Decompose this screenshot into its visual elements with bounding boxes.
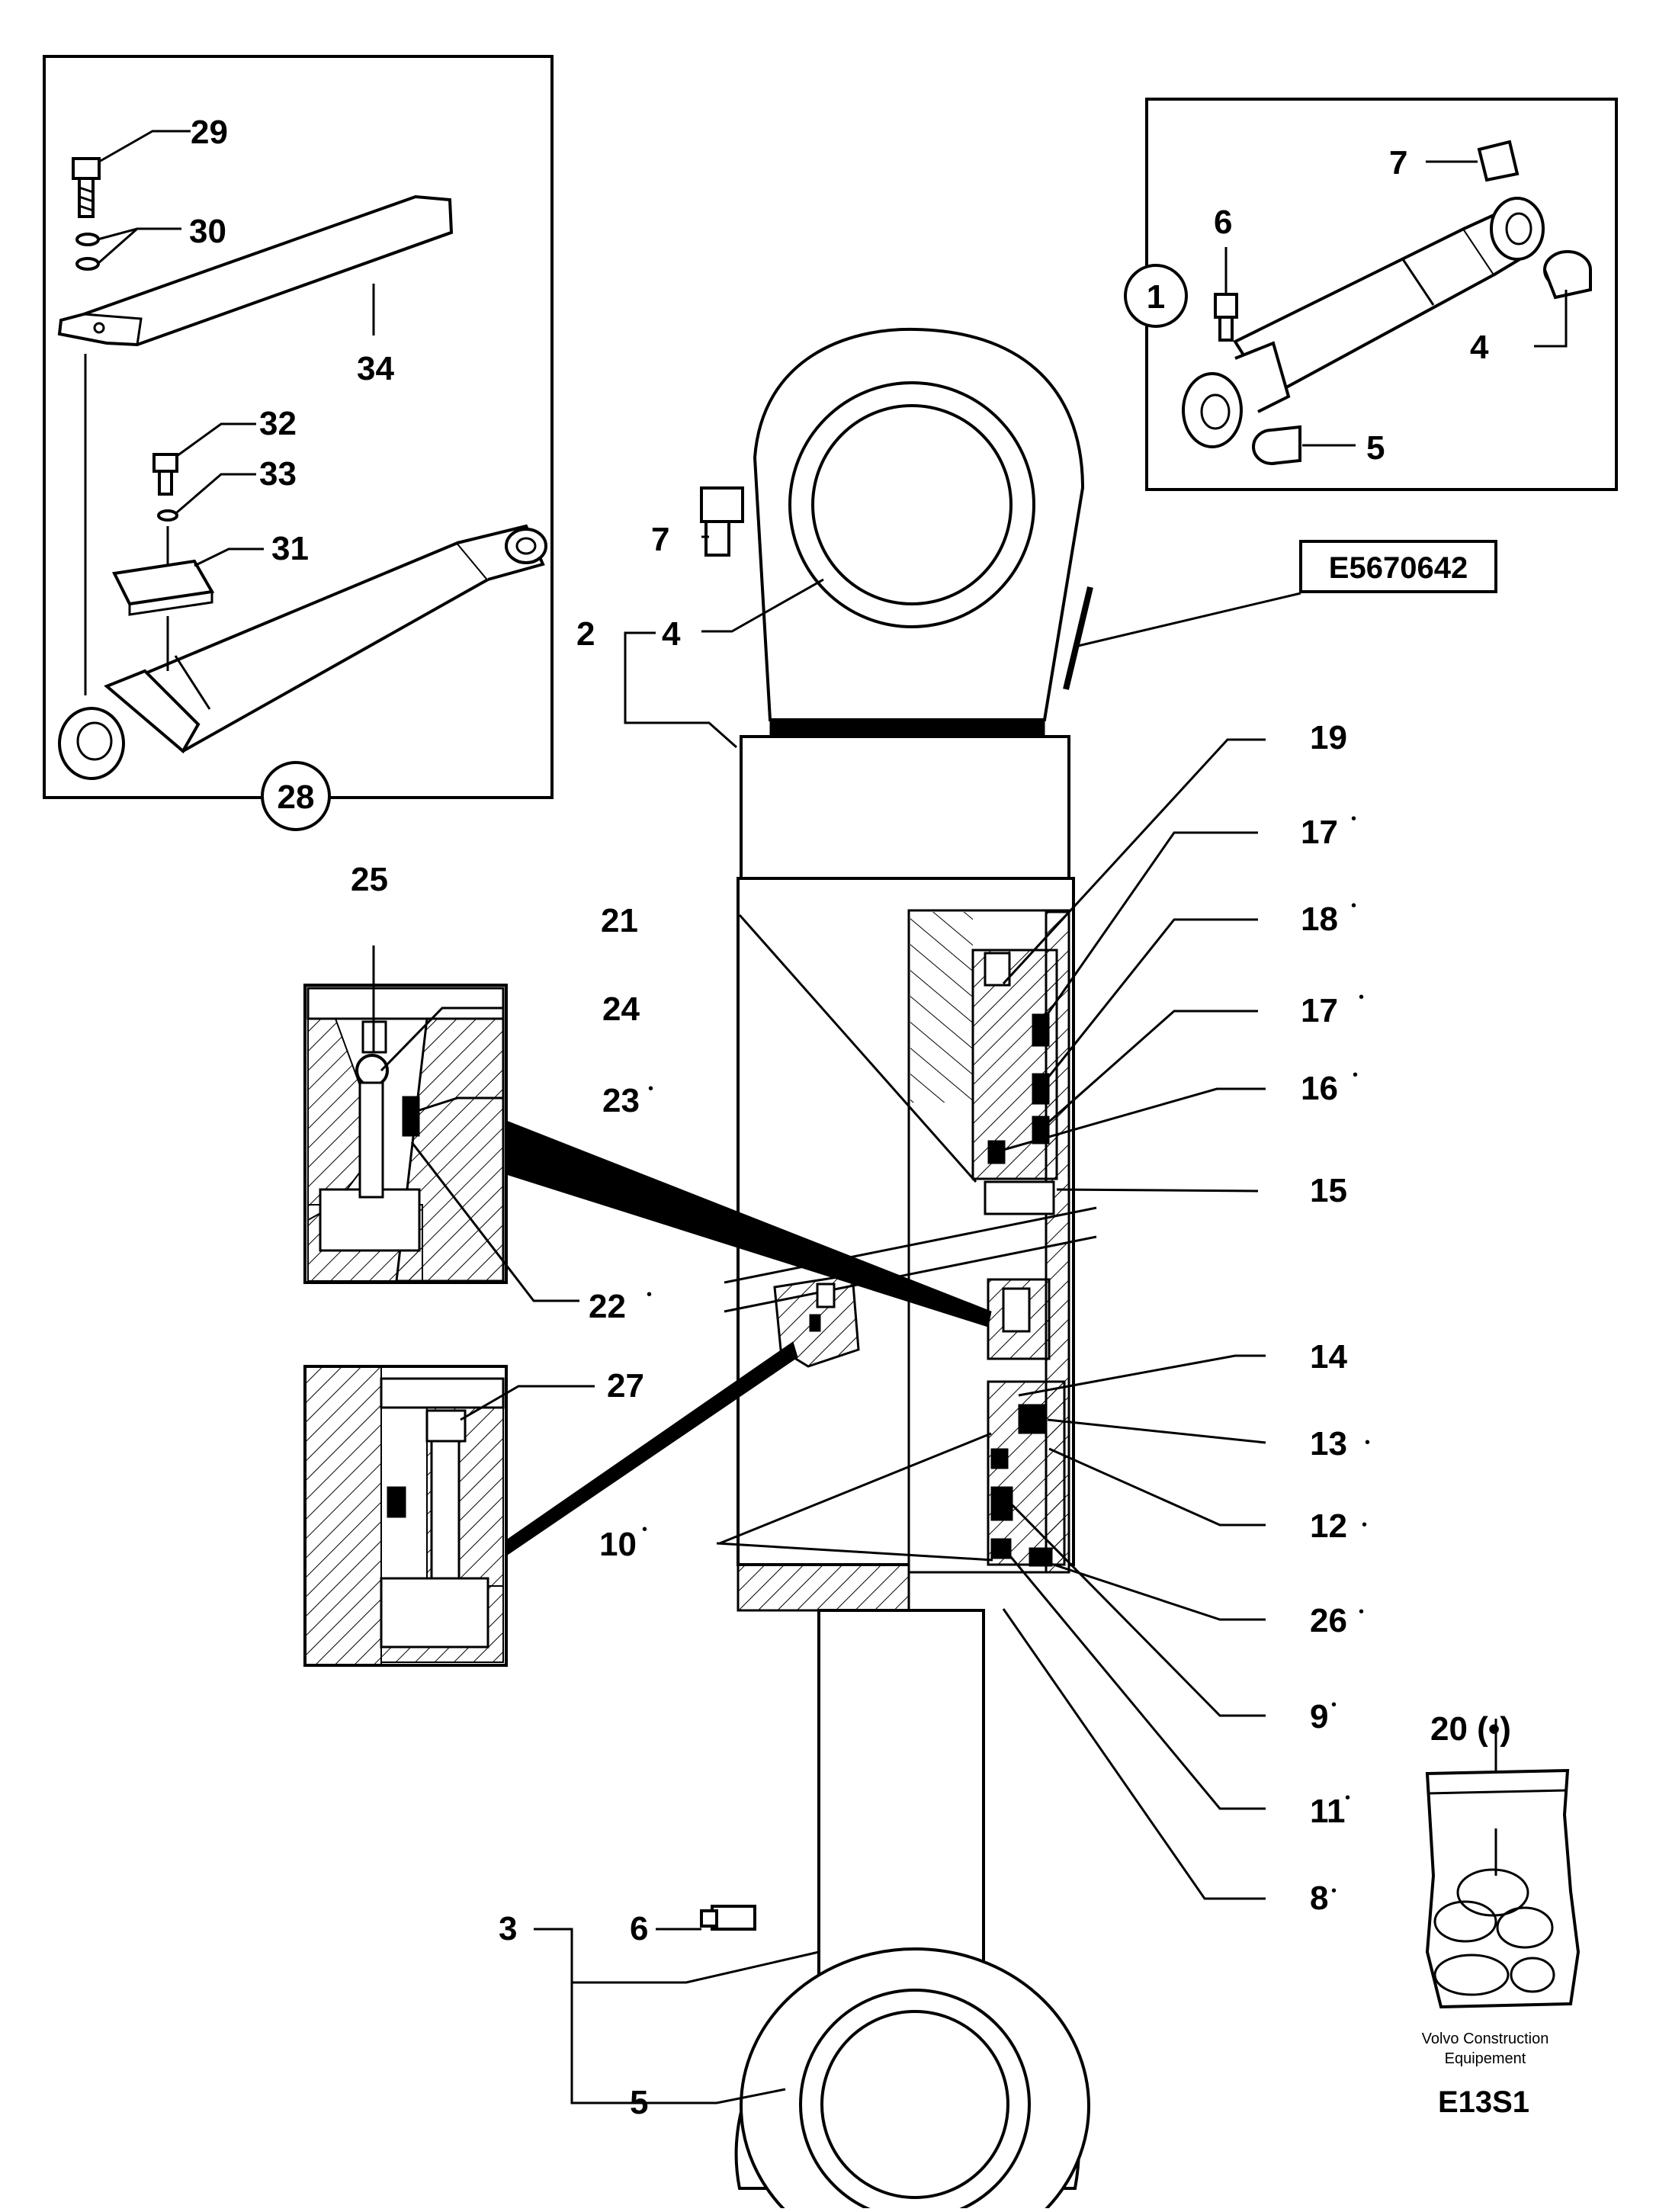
label-25: 25 — [351, 861, 388, 898]
label-33: 33 — [259, 455, 297, 493]
label-12: 12 — [1310, 1507, 1347, 1545]
bullet-17a: • — [1351, 811, 1356, 827]
washer-30b — [75, 257, 100, 271]
label-23: 23 — [602, 1082, 640, 1119]
washer-30a — [75, 233, 100, 246]
label-27: 27 — [607, 1367, 644, 1405]
label-22: 22 — [589, 1288, 626, 1325]
inset-guard-kit: 28 29 30 34 32 33 31 — [43, 55, 554, 831]
inset-cylinder-overview: 1 7 6 4 5 — [1124, 98, 1618, 491]
label-8: 8 — [1310, 1880, 1328, 1917]
label-13: 13 — [1310, 1425, 1347, 1462]
callout-leaders — [534, 535, 1266, 2104]
callout-circle-28 — [261, 761, 331, 831]
brand-line-2: Equipement — [1445, 2050, 1526, 2067]
label-6-inset: 6 — [1214, 204, 1232, 241]
label-9: 9 — [1310, 1698, 1328, 1735]
bullet-22: • — [647, 1286, 652, 1303]
bolt-32 — [152, 453, 178, 496]
detail-valve-upper — [303, 945, 992, 1328]
bullet-17b: • — [1359, 989, 1364, 1006]
plate-31 — [111, 559, 215, 606]
bullet-16: • — [1353, 1067, 1358, 1084]
guard-plate-34 — [57, 194, 454, 347]
cylinder-cutaway — [907, 909, 1070, 1574]
label-3: 3 — [499, 1910, 517, 1947]
bullet-26: • — [1359, 1604, 1364, 1620]
label-7: 7 — [651, 521, 669, 558]
label-5: 5 — [630, 2084, 648, 2121]
part-code: E5670642 — [1329, 551, 1468, 585]
label-17a: 17 — [1301, 814, 1338, 851]
label-6: 6 — [630, 1910, 648, 1947]
main-cylinder — [700, 327, 1097, 2212]
bolt-29 — [72, 157, 101, 218]
label-34: 34 — [357, 350, 394, 387]
label-29: 29 — [191, 114, 228, 151]
figure-id: E13S1 — [1438, 2085, 1529, 2119]
callout-circle-1 — [1124, 264, 1188, 328]
bullet-10: • — [642, 1521, 647, 1538]
seal-kit-bag — [1425, 1719, 1581, 2009]
label-30: 30 — [189, 213, 226, 250]
label-1: 1 — [1147, 278, 1165, 316]
label-4-inset: 4 — [1470, 329, 1489, 366]
label-21: 21 — [601, 902, 638, 939]
bullet-18: • — [1351, 897, 1356, 914]
bullet-23: • — [648, 1080, 653, 1097]
bullet-11: • — [1345, 1790, 1350, 1806]
label-4: 4 — [662, 615, 681, 653]
label-5-inset: 5 — [1366, 429, 1385, 467]
bullet-8: • — [1331, 1883, 1337, 1899]
label-2: 2 — [576, 615, 595, 653]
inset-cylinder — [58, 524, 547, 780]
label-18: 18 — [1301, 901, 1338, 938]
label-20: 20 (•) — [1430, 1710, 1511, 1748]
label-32: 32 — [259, 405, 297, 442]
label-31: 31 — [271, 530, 309, 567]
label-16: 16 — [1301, 1070, 1338, 1107]
detail-valve-lower — [303, 1341, 798, 1667]
label-10: 10 — [599, 1526, 637, 1563]
label-28: 28 — [278, 779, 315, 816]
label-15: 15 — [1310, 1172, 1347, 1209]
bullet-9: • — [1331, 1697, 1337, 1713]
label-7-inset: 7 — [1389, 144, 1407, 181]
label-24: 24 — [602, 990, 640, 1028]
label-26: 26 — [1310, 1602, 1347, 1639]
label-17b: 17 — [1301, 992, 1338, 1029]
label-14: 14 — [1310, 1338, 1347, 1376]
part-code-box: E5670642 — [1063, 540, 1497, 690]
brand-line-1: Volvo Construction — [1422, 2031, 1549, 2047]
bullet-12: • — [1362, 1517, 1367, 1533]
label-19: 19 — [1310, 719, 1347, 756]
washer-33 — [157, 509, 178, 522]
label-11: 11 — [1310, 1793, 1346, 1830]
bullet-13: • — [1365, 1434, 1370, 1451]
